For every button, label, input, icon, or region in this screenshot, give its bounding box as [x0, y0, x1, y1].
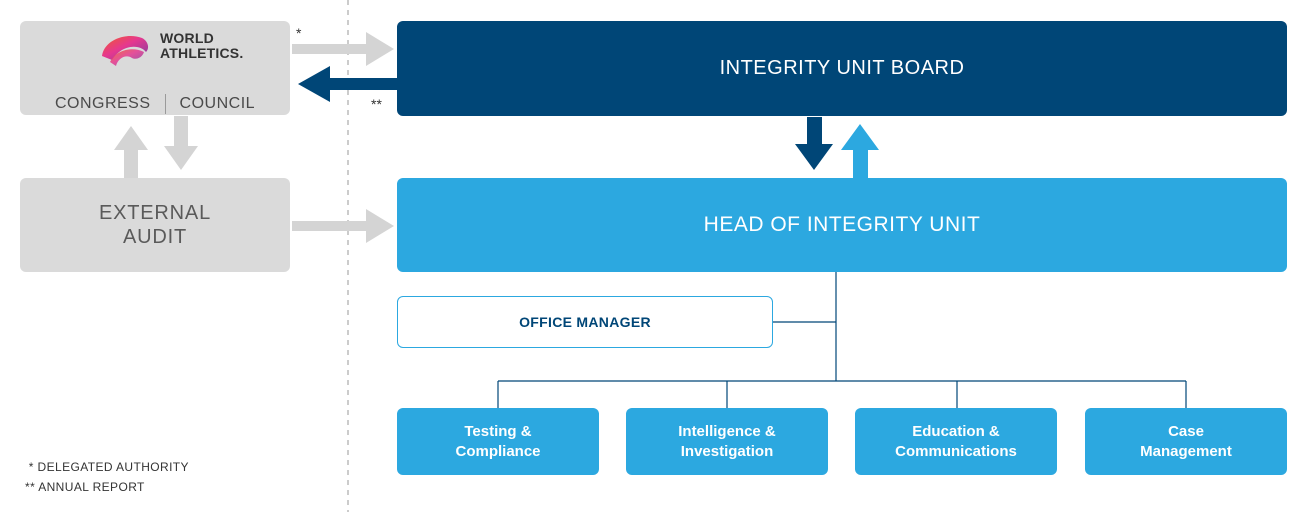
legend-notes: * DELEGATED AUTHORITY ** ANNUAL REPORT	[25, 457, 189, 497]
office-manager-label: OFFICE MANAGER	[519, 314, 651, 330]
department-line-1: Intelligence &	[678, 422, 776, 440]
audit-to-council-arrow	[114, 126, 148, 178]
department-line-2: Investigation	[680, 442, 774, 460]
delegated-authority-arrow	[292, 32, 394, 66]
head-of-integrity-unit-box: HEAD OF INTEGRITY UNIT	[397, 178, 1287, 272]
department-line-2: Compliance	[455, 442, 541, 460]
board-to-head-arrow	[795, 117, 833, 170]
world-athletics-logo-icon	[102, 36, 149, 66]
external-audit-label: EXTERNAL AUDIT	[99, 201, 211, 249]
integrity-unit-board-label: INTEGRITY UNIT BOARD	[719, 57, 965, 79]
annual-report-mark: **	[371, 96, 382, 112]
external-audit-line-2: AUDIT	[123, 226, 187, 248]
department-education-communications: Education & Communications	[855, 408, 1057, 475]
congress-council-divider	[164, 94, 166, 114]
department-line-1: Education &	[912, 422, 1000, 440]
council-label: COUNCIL	[179, 95, 256, 112]
delegated-authority-mark: *	[296, 25, 302, 41]
office-manager-box: OFFICE MANAGER	[397, 296, 773, 348]
world-athletics-wordmark: WORLD ATHLETICS.	[160, 31, 243, 61]
world-athletics-box: WORLD ATHLETICS. CONGRESS COUNCIL	[20, 21, 290, 115]
department-line-1: Case	[1168, 422, 1204, 440]
congress-label: CONGRESS	[54, 95, 151, 112]
external-audit-line-1: EXTERNAL	[99, 202, 211, 224]
department-line-2: Communications	[895, 442, 1017, 460]
integrity-unit-board-box: INTEGRITY UNIT BOARD	[397, 21, 1287, 116]
department-intelligence-investigation: Intelligence & Investigation	[626, 408, 828, 475]
note-delegated-authority: * DELEGATED AUTHORITY	[25, 460, 189, 474]
note-annual-report: ** ANNUAL REPORT	[25, 480, 145, 494]
department-line-2: Management	[1140, 442, 1232, 460]
council-to-audit-arrow	[164, 116, 198, 170]
department-testing-compliance: Testing & Compliance	[397, 408, 599, 475]
congress-council-row: CONGRESS COUNCIL	[20, 94, 290, 114]
annual-report-arrow	[298, 66, 397, 102]
external-audit-box: EXTERNAL AUDIT	[20, 178, 290, 272]
audit-to-head-arrow	[292, 209, 394, 243]
head-to-board-arrow	[841, 124, 879, 178]
department-case-management: Case Management	[1085, 408, 1287, 475]
department-line-1: Testing &	[464, 422, 532, 440]
wordmark-line-2: ATHLETICS.	[160, 45, 244, 61]
head-of-integrity-unit-label: HEAD OF INTEGRITY UNIT	[703, 213, 981, 236]
wordmark-line-1: WORLD	[160, 30, 214, 46]
